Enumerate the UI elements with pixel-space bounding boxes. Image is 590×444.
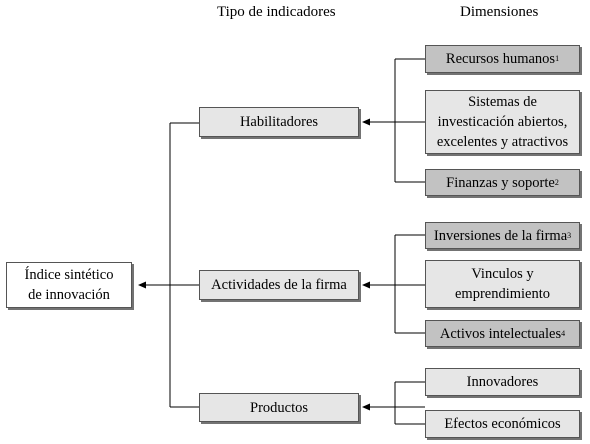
dim-innovadores-box: Innovadores [425, 368, 580, 396]
connector-tipos-to-root [138, 122, 199, 408]
dim-sistemas-line-3: excelentes y atractivos [436, 134, 569, 150]
connector-actividades-group [362, 234, 425, 334]
tipo-habilitadores-box: Habilitadores [199, 107, 359, 137]
tipo-actividades-label: Actividades de la firma [211, 277, 347, 293]
root-line-2: de innovación [28, 287, 110, 303]
tipo-productos-label: Productos [250, 399, 308, 416]
dim-vinculos-line-1: Vinculos y [471, 266, 534, 282]
dim-efectos-label: Efectos económicos [444, 416, 561, 432]
dim-activos-label: Activos intelectuales [439, 325, 562, 342]
tipo-productos-box: Productos [199, 393, 359, 422]
connector-productos-group [362, 381, 425, 425]
connector-habilitadores-group [362, 58, 425, 183]
tipo-actividades-box: Actividades de la firma [199, 270, 359, 300]
dim-vinculos-line-2: emprendimiento [454, 286, 551, 302]
dim-vinculos-box: Vinculos y emprendimiento [425, 260, 580, 308]
dim-sistemas-line-2: investicación abiertos, [437, 114, 568, 130]
tipo-habilitadores-label: Habilitadores [239, 114, 319, 130]
dim-inversiones-label: Inversiones de la firma [433, 227, 568, 244]
dim-innovadores-label: Innovadores [466, 374, 539, 390]
dim-sistemas-line-1: Sistemas de [468, 94, 537, 110]
dim-sistemas-box: Sistemas de investicación abiertos, exce… [425, 90, 580, 154]
root-line-1: Índice sintético [24, 267, 114, 283]
dim-recursos-humanos-label: Recursos humanos [445, 51, 556, 67]
dim-finanzas-label: Finanzas y soporte [446, 174, 555, 191]
header-dimensiones: Dimensiones [460, 4, 539, 20]
dim-efectos-box: Efectos económicos [425, 410, 580, 438]
root-indice-sintetico-box: Índice sintético de innovación [6, 262, 132, 308]
header-tipo-de-indicadores: Tipo de indicadores [217, 4, 336, 20]
